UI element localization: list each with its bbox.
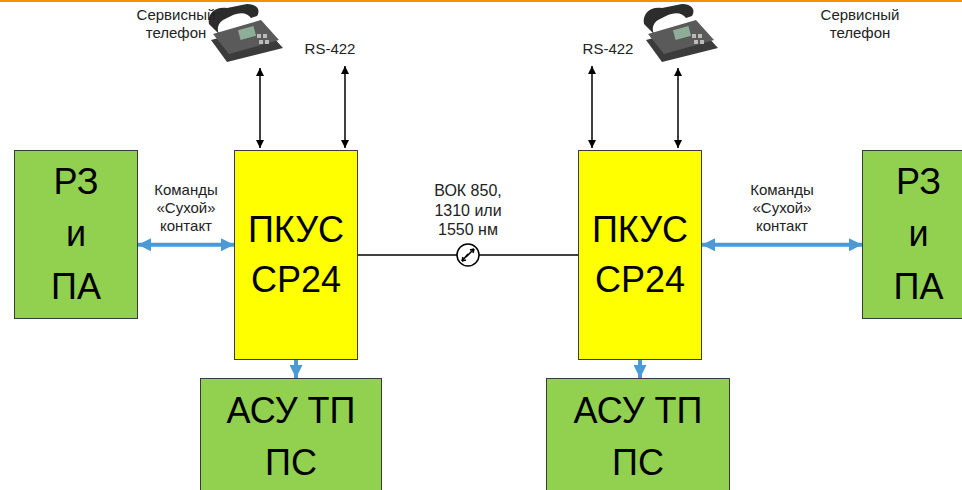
signal-arrow bbox=[344, 66, 346, 148]
signal-arrow bbox=[638, 360, 642, 378]
signal-arrow bbox=[591, 66, 593, 148]
box-label: ПКУС СР24 bbox=[585, 205, 695, 306]
signal-arrow bbox=[294, 360, 298, 378]
top-rule bbox=[0, 0, 962, 2]
command-label: Команды «Сухой» контакт bbox=[740, 181, 824, 235]
signal-arrow bbox=[138, 243, 234, 247]
box-label: ПКУС СР24 bbox=[241, 205, 351, 306]
signal-arrow bbox=[702, 243, 862, 247]
phone-label: Сервисный телефон bbox=[130, 6, 222, 42]
signal-arrow bbox=[259, 68, 261, 148]
box-label: РЗ и ПА bbox=[46, 156, 106, 313]
link-label: ВОК 850, 1310 или 1550 нм bbox=[418, 181, 518, 239]
box-label: РЗ и ПА bbox=[889, 156, 949, 313]
command-label: Команды «Сухой» контакт bbox=[144, 181, 228, 235]
phone-icon bbox=[209, 4, 283, 62]
box-label: АСУ ТП ПС bbox=[568, 385, 708, 489]
scada-box: АСУ ТП ПС bbox=[200, 378, 382, 490]
fiber-symbol bbox=[457, 244, 479, 266]
protection-box: РЗ и ПА bbox=[862, 150, 962, 319]
box-label: АСУ ТП ПС bbox=[221, 385, 361, 489]
phone-icon bbox=[644, 4, 718, 62]
protection-box: РЗ и ПА bbox=[14, 150, 138, 319]
scada-box: АСУ ТП ПС bbox=[546, 378, 730, 490]
phone-label: Сервисный телефон bbox=[814, 6, 906, 42]
interface-label: RS-422 bbox=[295, 40, 365, 58]
device-box: ПКУС СР24 bbox=[578, 150, 702, 360]
interface-label: RS-422 bbox=[573, 40, 643, 58]
device-box: ПКУС СР24 bbox=[234, 150, 358, 360]
signal-arrow bbox=[677, 68, 679, 148]
